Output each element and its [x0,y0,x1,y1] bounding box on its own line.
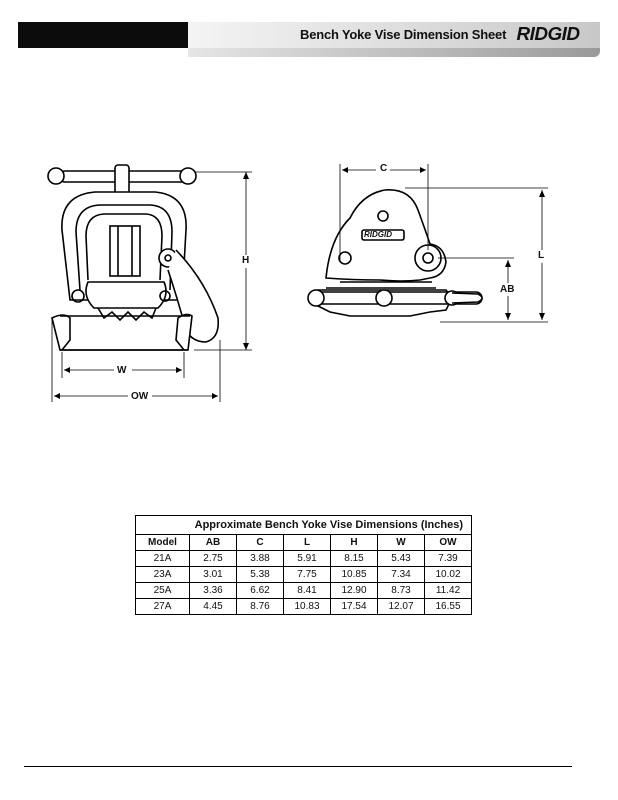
header-black-band [18,22,188,48]
cell-ow: 10.02 [424,566,472,583]
cell-model: 27A [135,598,190,615]
col-header-w: W [377,534,425,551]
cell-w: 7.34 [377,566,425,583]
cell-h: 12.90 [330,582,378,599]
dim-label-w: W [117,365,127,376]
cell-l: 7.75 [283,566,331,583]
footer-rule [24,766,572,767]
vise-plate-logo: RIDGID [364,230,392,239]
cell-c: 5.38 [236,566,284,583]
header-grey-band [188,22,600,48]
cell-c: 3.88 [236,550,284,567]
cell-ab: 3.36 [189,582,237,599]
dim-label-l: L [538,250,545,261]
cell-l: 8.41 [283,582,331,599]
table-header-row: Model AB C L H W OW [135,534,472,551]
col-header-h: H [330,534,378,551]
dimensions-table: Approximate Bench Yoke Vise Dimensions (… [135,515,472,615]
table-row: 25A 3.36 6.62 8.41 12.90 8.73 11.42 [135,582,472,599]
dim-label-c: C [380,163,388,174]
table-row: 27A 4.45 8.76 10.83 17.54 12.07 16.55 [135,598,472,615]
header-shadow [188,48,600,57]
col-header-c: C [236,534,284,551]
table-row: 23A 3.01 5.38 7.75 10.85 7.34 10.02 [135,566,472,583]
cell-w: 12.07 [377,598,425,615]
cell-l: 10.83 [283,598,331,615]
cell-model: 21A [135,550,190,567]
col-header-model: Model [135,534,190,551]
page-title: Bench Yoke Vise Dimension Sheet [300,27,507,42]
cell-model: 25A [135,582,190,599]
cell-model: 23A [135,566,190,583]
dim-label-ab: AB [500,284,515,295]
cell-h: 17.54 [330,598,378,615]
dim-label-ow: OW [131,391,149,402]
cell-ow: 16.55 [424,598,472,615]
cell-w: 5.43 [377,550,425,567]
cell-l: 5.91 [283,550,331,567]
table-caption: Approximate Bench Yoke Vise Dimensions (… [135,515,472,535]
cell-h: 10.85 [330,566,378,583]
cell-h: 8.15 [330,550,378,567]
col-header-l: L [283,534,331,551]
col-header-ow: OW [424,534,472,551]
cell-w: 8.73 [377,582,425,599]
col-header-ab: AB [189,534,237,551]
cell-c: 6.62 [236,582,284,599]
cell-ow: 7.39 [424,550,472,567]
dim-label-h: H [242,255,250,266]
cell-ab: 2.75 [189,550,237,567]
cell-ab: 3.01 [189,566,237,583]
table-row: 21A 2.75 3.88 5.91 8.15 5.43 7.39 [135,550,472,567]
cell-c: 8.76 [236,598,284,615]
cell-ow: 11.42 [424,582,472,599]
brand-logo: RIDGID [516,24,581,44]
cell-ab: 4.45 [189,598,237,615]
